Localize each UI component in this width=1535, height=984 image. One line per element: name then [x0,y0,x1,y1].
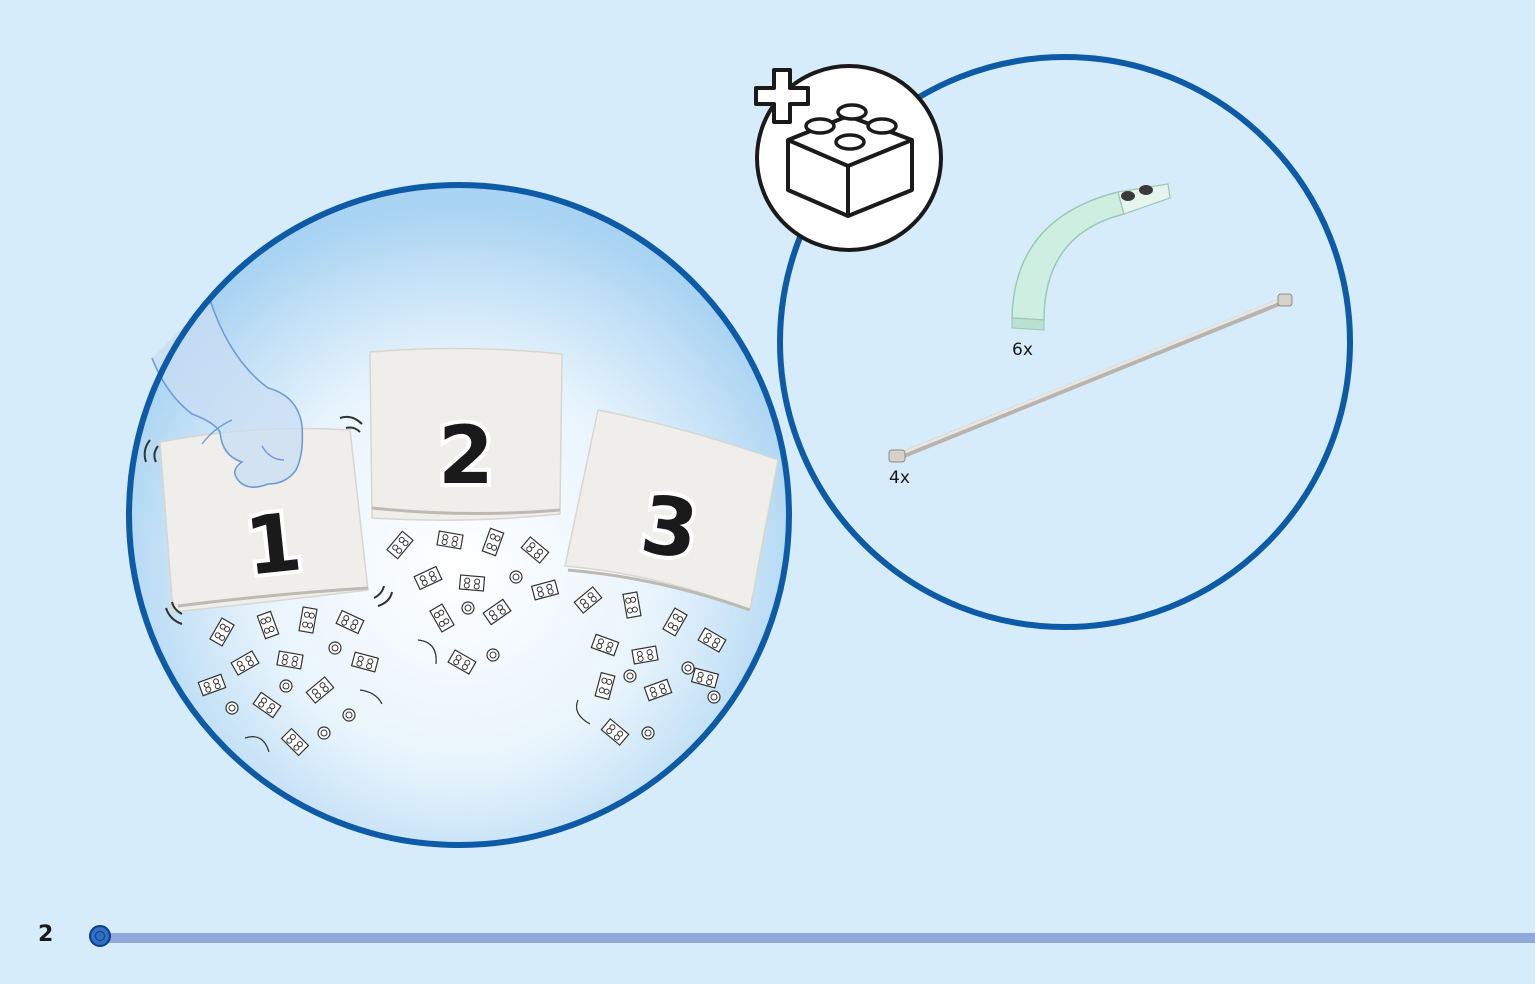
bags-bubble: 2 1 3 [126,182,792,848]
page-number: 2 [38,922,54,947]
arch-quantity: 6x [1012,340,1033,360]
rod-part [888,293,1293,463]
bag-3: 3 [564,409,779,612]
arch-part [1011,183,1171,331]
parts-callout: 6x 4x [754,54,1353,630]
bag-1: 1 [159,427,369,613]
bag-2: 2 [369,347,563,521]
bricks-pile-3 [573,586,727,746]
shake-marks [143,415,393,625]
progress-track [104,933,1535,943]
progress-marker [89,925,111,947]
bag-1-number: 1 [241,495,306,593]
rod-quantity: 4x [889,468,910,488]
add-brick-icon [754,64,943,252]
bag-2-number: 2 [438,409,494,502]
bricks-pile-1 [197,606,383,757]
bricks-pile-2 [386,527,560,675]
hand-icon [151,299,304,488]
